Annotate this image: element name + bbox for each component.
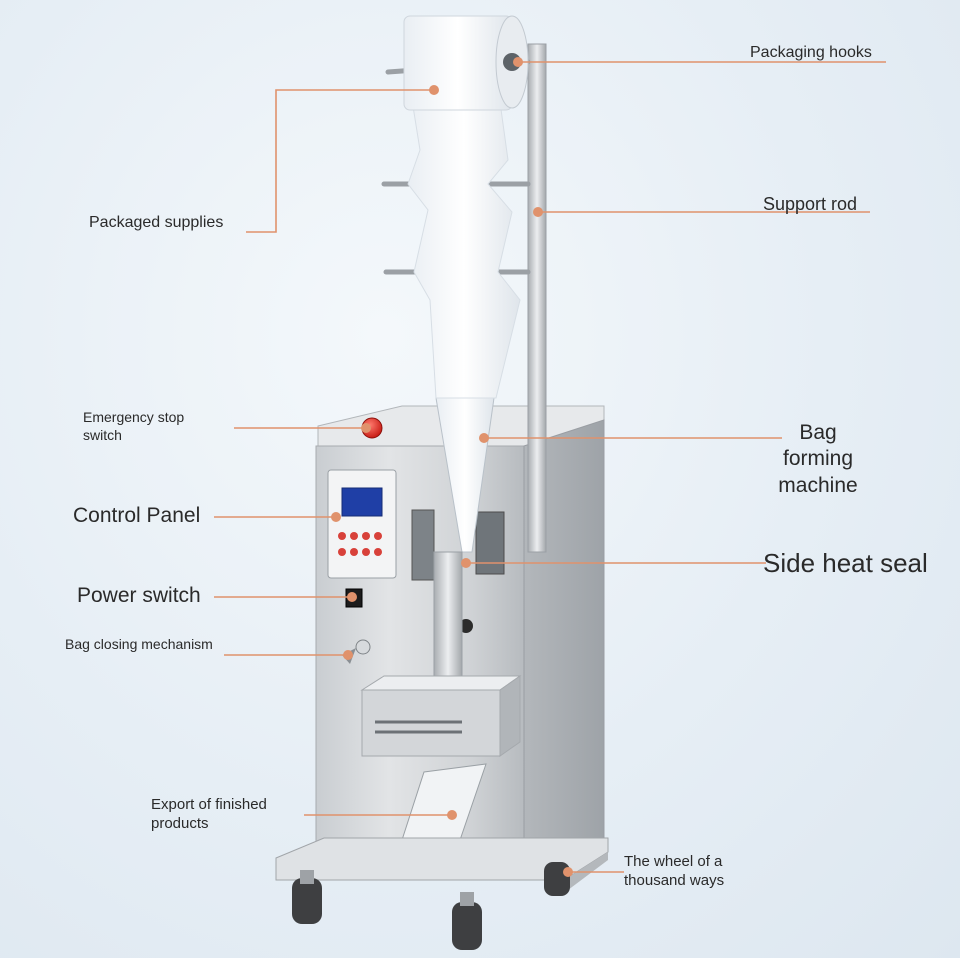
label-wheel: The wheel of a thousand ways [624,853,724,891]
bag-closing-lever[interactable] [355,639,371,655]
label-power-switch: Power switch [77,584,201,607]
control-panel-display [341,487,383,517]
label-bag-forming-line2: forming [782,447,854,471]
heat-seal-block-right [475,511,505,575]
label-wheel-line2: thousand ways [624,871,725,889]
label-side-heat-seal: Side heat seal [763,548,928,578]
label-bag-closing: Bag closing mechanism [65,636,213,652]
label-packaging-hooks: Packaging hooks [750,44,872,61]
label-wheel-line1: The wheel of a [624,853,723,870]
label-bag-forming-machine: Bag forming machine [772,420,864,492]
label-emergency-stop-line1: Emergency stop [83,409,185,425]
packaging-film-web [407,99,521,399]
label-export-line2: products [151,814,209,832]
label-export-finished-products: Export of finished products [151,796,267,834]
label-emergency-stop-line2: switch [83,426,122,443]
label-bag-forming-line3: machine [778,473,858,493]
leader-packaged-supplies [246,89,434,233]
discharge-vents [375,720,462,734]
support-rod [527,43,547,553]
leader-dots [331,57,573,877]
label-control-panel: Control Panel [73,504,201,527]
label-export-line1: Export of finished [151,796,267,813]
control-panel-box[interactable] [327,469,397,579]
label-bag-forming-line1: Bag [799,421,837,444]
heat-seal-block-left [411,509,435,581]
label-packaged-supplies: Packaged supplies [89,214,224,231]
packaging-machine [275,15,609,950]
label-support-rod: Support rod [763,194,858,214]
control-panel-buttons[interactable] [338,532,382,556]
leader-lines [214,61,886,873]
discharge-box-top [360,675,522,691]
label-emergency-stop: Emergency stop switch [83,409,184,444]
fill-tube [433,551,463,681]
